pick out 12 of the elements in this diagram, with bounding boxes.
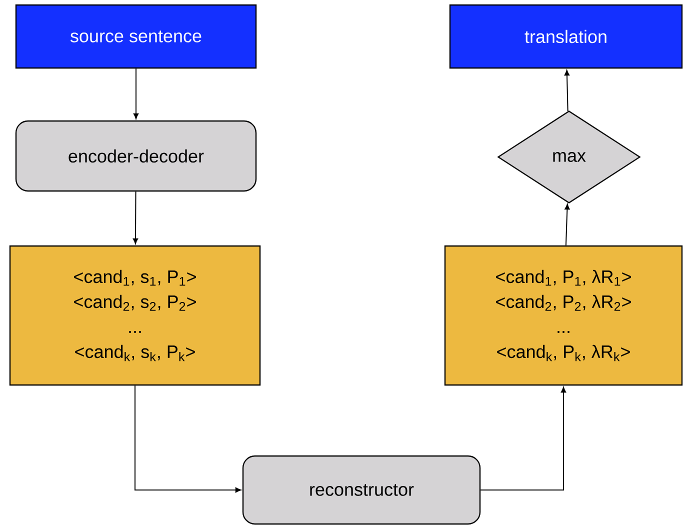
- process-box: reconstructor: [242, 455, 481, 525]
- terminal-box: source sentence: [15, 4, 257, 69]
- process-box: encoder-decoder: [15, 120, 257, 192]
- arrow: [564, 204, 570, 246]
- candidate-list-box: <cand$_{1}$, P$_{1}$, λR$_{1}$> <cand$_{2}$, P$_{2}$, λR$_{2}$> ... <cand$_{k}$, P$_{k}$, λR$_{k}$>: [444, 245, 683, 386]
- terminal-box: translation: [449, 4, 683, 69]
- arrow: [133, 68, 139, 120]
- arrow: [480, 386, 566, 490]
- arrow: [134, 385, 242, 493]
- candidate-list-box: <cand$_{1}$, s$_{1}$, P$_{1}$> <cand$_{2}$, s$_{2}$, P$_{2}$> ... <cand$_{k}$, s$_{k}$, P$_{k}$>: [9, 245, 261, 386]
- arrow: [564, 70, 570, 112]
- arrow: [132, 191, 138, 244]
